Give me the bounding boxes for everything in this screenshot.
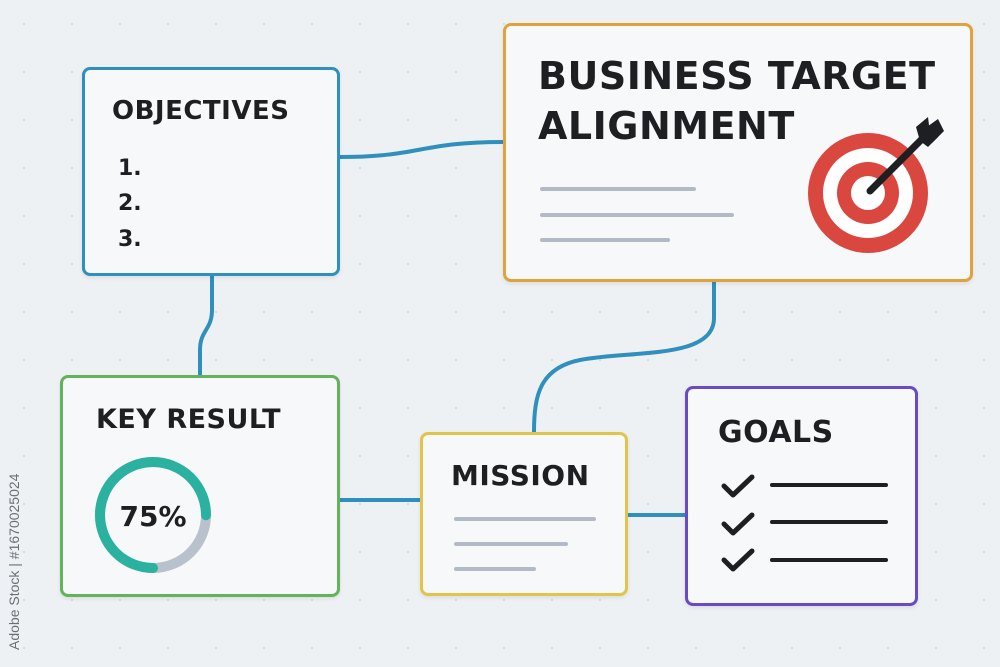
goals-title: GOALS — [718, 415, 834, 450]
checkmark-icon — [721, 474, 755, 498]
progress-ring — [95, 457, 211, 573]
objectives-title: OBJECTIVES — [112, 96, 290, 126]
connector-objectives-target — [339, 140, 504, 159]
target-with-arrow-icon — [808, 117, 944, 253]
text-placeholder-line — [540, 238, 670, 242]
objectives-item-3: 3. — [118, 227, 142, 252]
goals-card: GOALS — [685, 386, 918, 606]
goal-line — [770, 558, 888, 562]
text-placeholder-line — [540, 213, 734, 217]
objectives-item-2: 2. — [118, 191, 142, 216]
business-target-title-line1: BUSINESS TARGET — [538, 54, 936, 98]
progress-label: 75% — [119, 500, 187, 533]
watermark-text: Adobe Stock | #1670025024 — [6, 473, 22, 650]
key-result-title: KEY RESULT — [96, 404, 282, 435]
goal-line — [770, 483, 888, 487]
key-result-card: KEY RESULT 75% — [60, 375, 340, 597]
business-target-card: BUSINESS TARGET ALIGNMENT — [503, 23, 973, 282]
checkmark-icon — [721, 512, 755, 536]
mission-title: MISSION — [451, 459, 590, 492]
text-placeholder-line — [540, 187, 696, 191]
business-target-title-line2: ALIGNMENT — [538, 104, 795, 148]
objectives-item-1: 1. — [118, 156, 142, 181]
text-placeholder-line — [454, 517, 596, 521]
text-placeholder-line — [454, 542, 568, 546]
checkmark-icon — [721, 548, 755, 572]
mission-card: MISSION — [420, 432, 628, 596]
connector-objectives-keyresult — [198, 276, 214, 375]
objectives-card: OBJECTIVES 1. 2. 3. — [82, 67, 340, 276]
goal-line — [770, 520, 888, 524]
connector-target-mission — [532, 282, 716, 433]
text-placeholder-line — [454, 567, 536, 571]
